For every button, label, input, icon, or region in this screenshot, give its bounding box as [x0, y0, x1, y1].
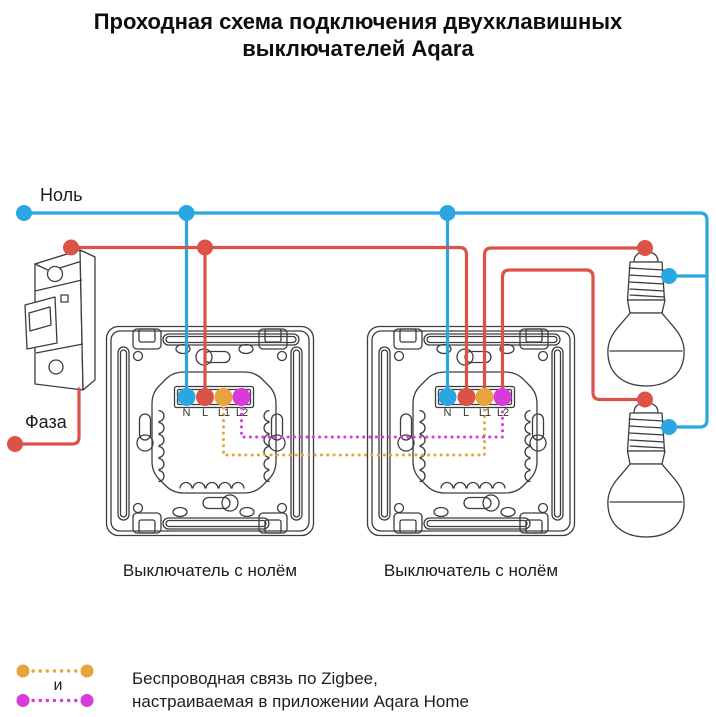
page-title: Проходная схема подключения двухклавишны…	[93, 9, 623, 61]
legend-description: Беспроводная связь по Zigbee, настраивае…	[132, 667, 469, 713]
switch-2-caption: Выключатель с нолём	[383, 561, 559, 580]
legend-line-1: Беспроводная связь по Zigbee,	[132, 669, 378, 688]
phase-label: Фаза	[25, 412, 67, 432]
legend-zigbee-l2-sample	[16, 694, 94, 707]
legend-conjunction: и	[53, 677, 63, 694]
switch-1-plate	[105, 325, 315, 537]
terminal-label-l: L	[202, 407, 208, 419]
terminal-label-n: N	[444, 407, 452, 419]
zigbee-l1-link	[222, 406, 486, 457]
switch-1-caption: Выключатель с нолём	[122, 561, 298, 580]
terminal-label-l2: L2	[497, 407, 509, 419]
neutral-wire	[22, 211, 709, 429]
circuit-breaker	[24, 249, 96, 391]
switch-1-terminals: N L L1 L2	[177, 388, 251, 419]
phase-wire	[13, 245, 645, 446]
legend-zigbee-l1-sample	[16, 664, 94, 678]
terminal-label-l: L	[463, 407, 469, 419]
terminal-label-l1: L1	[218, 407, 230, 419]
terminal-label-n: N	[183, 407, 191, 419]
switch-2-terminals: N L L1 L2	[438, 388, 512, 419]
terminal-label-l1: L1	[479, 407, 491, 419]
junction-dots	[7, 205, 677, 452]
switch-2-plate	[366, 325, 576, 537]
neutral-label: Ноль	[40, 185, 83, 205]
terminal-label-l2: L2	[236, 407, 248, 419]
legend-line-2: настраиваемая в приложении Aqara Home	[132, 692, 470, 711]
